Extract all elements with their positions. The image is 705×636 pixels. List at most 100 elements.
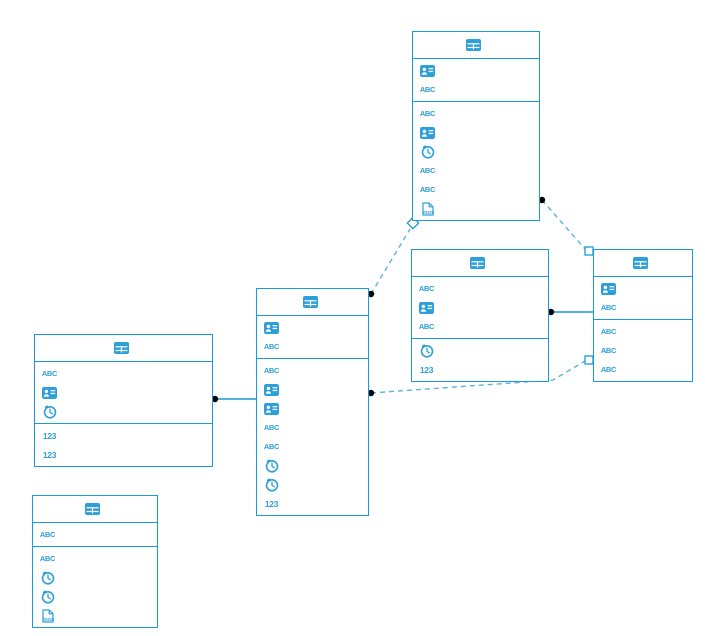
clock-icon — [421, 144, 434, 159]
column-row-id — [257, 318, 368, 337]
table-promo_codes[interactable]: ABC ABC JSON — [32, 495, 158, 628]
table-icon — [85, 503, 100, 515]
table-header-rides[interactable] — [257, 289, 368, 316]
primary-key-section: ABC ABC — [412, 277, 548, 339]
primary-key-section: ABC — [257, 316, 368, 359]
column-row-creation_time — [413, 142, 539, 161]
columns-section: ABC ABC ABC — [594, 320, 692, 381]
column-row-id — [594, 279, 692, 298]
column-row-vehicle_id — [257, 399, 368, 418]
primary-key-section: ABC — [594, 277, 692, 320]
table-user_promo_codes[interactable]: ABC ABC 123 — [411, 249, 549, 382]
column-row-expiration_time — [33, 587, 157, 606]
column-row-rules: JSON — [33, 606, 157, 625]
text-type-icon: ABC — [419, 166, 436, 175]
clock-icon — [41, 570, 54, 585]
column-row-timestamp — [412, 341, 548, 360]
text-type-icon: ABC — [263, 442, 280, 451]
number-type-icon: 123 — [42, 449, 57, 460]
column-row-city: ABC — [594, 298, 692, 317]
text-type-icon: ABC — [263, 423, 280, 432]
table-icon — [633, 257, 648, 269]
column-row-code: ABC — [33, 525, 157, 544]
relation-reference-end-marker — [584, 246, 594, 256]
id-badge-icon — [420, 64, 435, 77]
column-row-vehicle_city: ABC — [257, 361, 368, 380]
column-row-owner_id — [413, 123, 539, 142]
number-type-icon: 123 — [419, 364, 434, 375]
text-type-icon: ABC — [418, 322, 435, 331]
relation-rides-to-vehicles — [370, 228, 411, 295]
svg-text:JSON: JSON — [42, 617, 54, 622]
table-icon — [302, 296, 318, 308]
text-type-icon: ABC — [418, 284, 435, 293]
column-row-type: ABC — [413, 104, 539, 123]
table-header-users[interactable] — [594, 250, 692, 277]
column-row-ride_id — [35, 383, 212, 402]
column-row-start_address: ABC — [257, 418, 368, 437]
id-badge-icon — [264, 402, 279, 415]
column-row-status: ABC — [413, 161, 539, 180]
text-type-icon: ABC — [600, 365, 617, 374]
table-rides[interactable]: ABC ABC ABC ABC 123 — [256, 288, 369, 516]
table-users[interactable]: ABC ABC ABC ABC — [593, 249, 693, 382]
clock-icon — [265, 477, 278, 492]
columns-section: ABC JSON — [33, 547, 157, 627]
text-type-icon: ABC — [41, 369, 58, 378]
table-header-vehicles[interactable] — [413, 32, 539, 59]
column-row-revenue: 123 — [257, 494, 368, 513]
columns-section: 123 — [412, 339, 548, 381]
columns-section: ABC ABC ABC 123 — [257, 359, 368, 515]
column-row-timestamp — [35, 402, 212, 421]
text-type-icon: ABC — [419, 109, 436, 118]
table-header-user_promo_codes[interactable] — [412, 250, 548, 277]
text-type-icon: ABC — [39, 554, 56, 563]
table-header-vehicle_location_histories[interactable] — [35, 335, 212, 362]
number-type-icon: 123 — [42, 430, 57, 441]
primary-key-section: ABC — [33, 523, 157, 547]
table-vehicle_location_histories[interactable]: ABC 123 123 — [34, 334, 213, 467]
column-row-current_location: ABC — [413, 180, 539, 199]
id-badge-icon — [42, 386, 57, 399]
clock-icon — [265, 458, 278, 473]
column-row-usage_count: 123 — [412, 360, 548, 379]
table-vehicles[interactable]: ABC ABC ABC ABC JSON — [412, 31, 540, 221]
id-badge-icon — [264, 383, 279, 396]
id-badge-icon — [264, 321, 279, 334]
svg-text:JSON: JSON — [422, 210, 434, 215]
json-type-icon: JSON — [422, 201, 434, 216]
table-icon — [470, 257, 485, 269]
json-type-icon: JSON — [42, 608, 54, 623]
column-row-city: ABC — [35, 364, 212, 383]
table-header-promo_codes[interactable] — [33, 496, 157, 523]
column-row-name: ABC — [594, 322, 692, 341]
column-row-end_time — [257, 475, 368, 494]
relation-reference-end-marker — [584, 355, 594, 365]
relation-vehicles-to-users — [541, 199, 586, 250]
id-badge-icon — [419, 301, 434, 314]
number-type-icon: 123 — [264, 498, 279, 509]
text-type-icon: ABC — [39, 530, 56, 539]
column-row-id — [413, 61, 539, 80]
column-row-address: ABC — [594, 341, 692, 360]
column-row-credit_card: ABC — [594, 360, 692, 379]
text-type-icon: ABC — [600, 303, 617, 312]
text-type-icon: ABC — [419, 85, 436, 94]
table-icon — [466, 39, 481, 51]
text-type-icon: ABC — [263, 342, 280, 351]
column-row-long: 123 — [35, 445, 212, 464]
column-row-city: ABC — [257, 337, 368, 356]
id-badge-icon — [420, 126, 435, 139]
text-type-icon: ABC — [600, 346, 617, 355]
primary-key-section: ABC — [413, 59, 539, 102]
clock-icon — [41, 589, 54, 604]
column-row-code: ABC — [412, 317, 548, 336]
table-icon — [113, 342, 129, 354]
columns-section: ABC ABC ABC JSON — [413, 102, 539, 220]
column-row-description: ABC — [33, 549, 157, 568]
column-row-end_address: ABC — [257, 437, 368, 456]
column-row-rider_id — [257, 380, 368, 399]
column-row-ext: JSON — [413, 199, 539, 218]
clock-icon — [43, 404, 56, 419]
